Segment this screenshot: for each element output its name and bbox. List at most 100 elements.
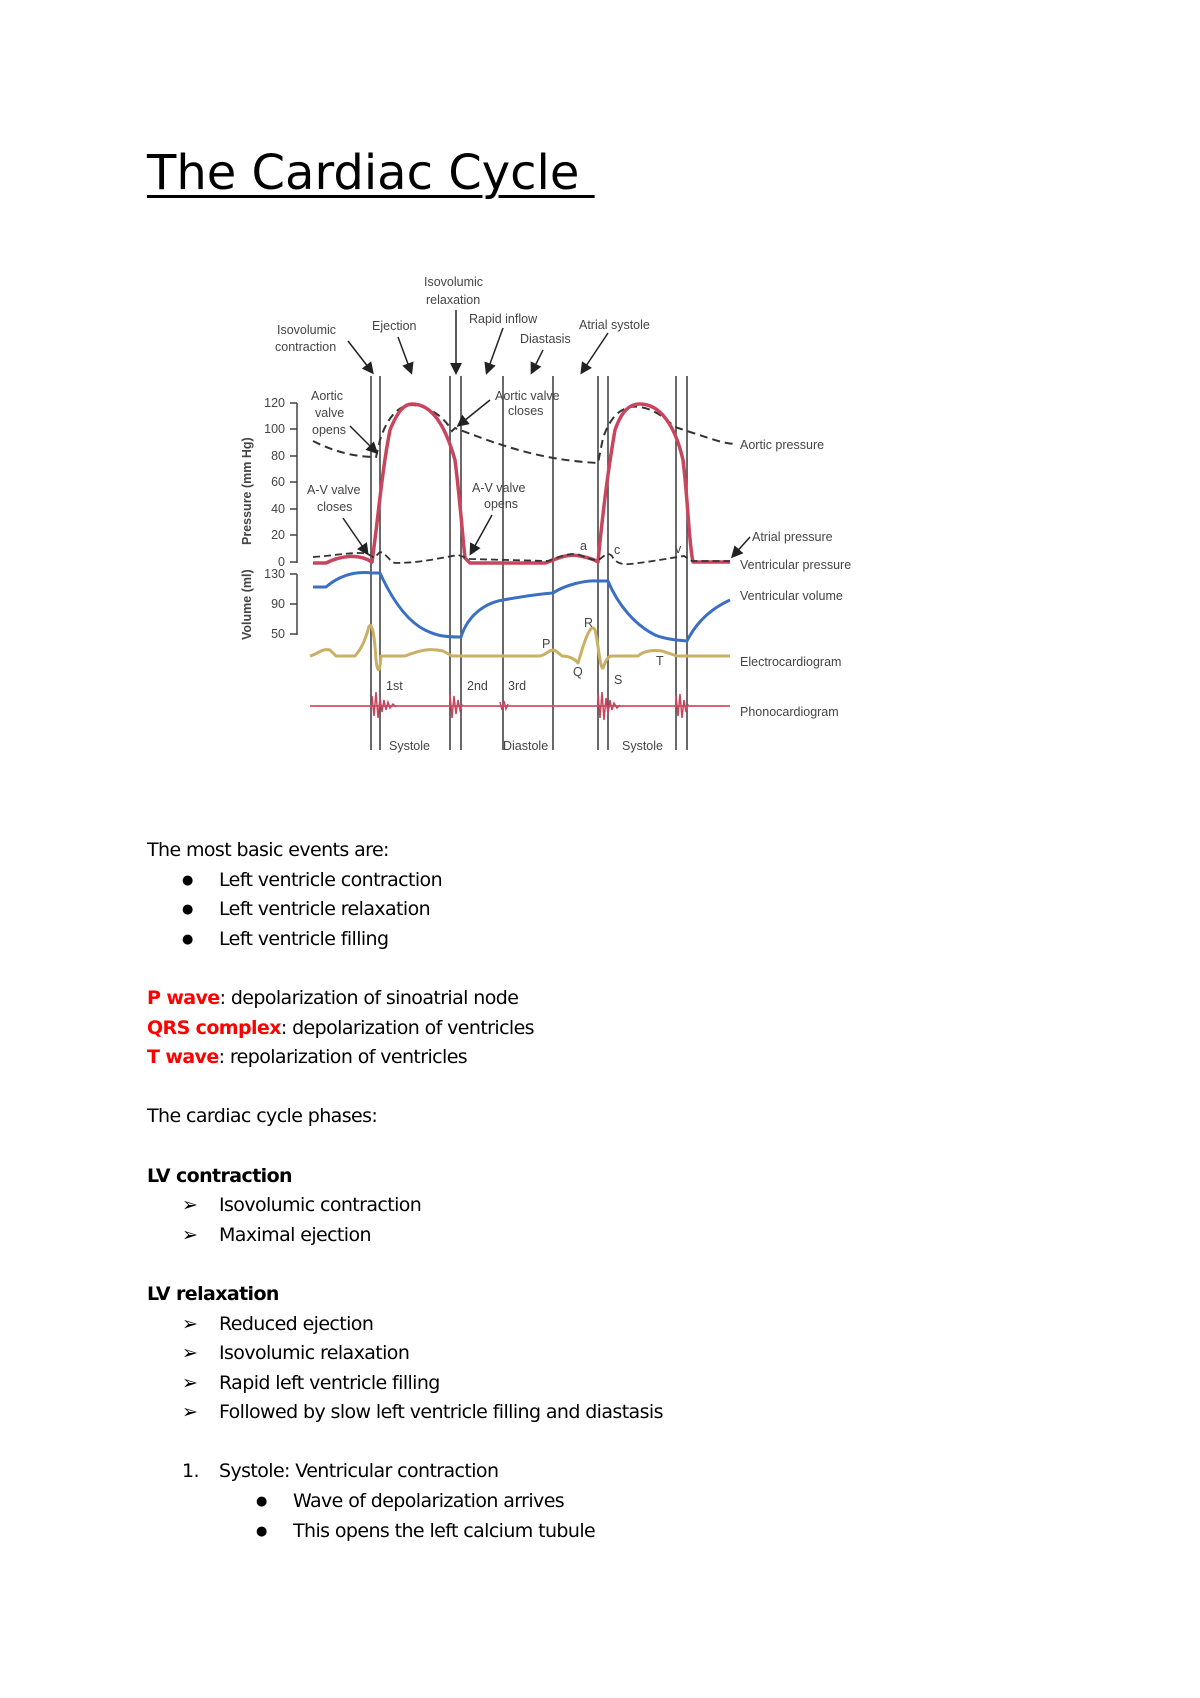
label-av-valve-opens: A-V valve: [472, 481, 526, 495]
definition-p-wave: P wave: depolarization of sinoatrial nod…: [147, 986, 519, 1009]
svg-text:60: 60: [271, 475, 285, 489]
term-t-wave: T wave: [147, 1046, 219, 1069]
ecg-trace: [309, 624, 730, 672]
intro-text: The most basic events are:: [147, 839, 389, 861]
svg-text:130: 130: [264, 567, 285, 581]
atrial-pressure-curve: [312, 551, 730, 566]
heart-sound-1st: 1st: [386, 679, 403, 693]
list-item: ➢Followed by slow left ventricle filling…: [147, 1398, 1047, 1428]
period-systole-1: Systole: [389, 739, 430, 753]
label-rapid-inflow: Rapid inflow: [469, 312, 538, 326]
volume-axis-label: Volume (ml): [240, 569, 254, 640]
volume-axis: 130 90 50 Volume (ml): [240, 567, 298, 641]
list-number: 1.: [182, 1460, 200, 1483]
ecg-q-label: Q: [573, 665, 583, 679]
arrow-bullet-icon: ➢: [182, 1342, 198, 1365]
term-qrs-complex: QRS complex: [147, 1016, 281, 1039]
lv-relaxation-heading: LV relaxation: [147, 1282, 279, 1305]
legend-electrocardiogram: Electrocardiogram: [740, 655, 841, 669]
svg-text:50: 50: [271, 627, 285, 641]
svg-text:120: 120: [264, 396, 285, 410]
label-isovolumic-contraction-1: Isovolumic: [277, 323, 336, 337]
phonocardiogram-trace: [310, 691, 730, 721]
definition-qrs-complex: QRS complex: depolarization of ventricle…: [147, 1016, 535, 1039]
list-item: ➢Reduced ejection: [147, 1310, 1047, 1340]
systole-sub-list: Wave of depolarization arrives This open…: [147, 1487, 1047, 1546]
arrow-diastasis: [530, 349, 544, 375]
lv-relaxation-list: ➢Reduced ejection ➢Isovolumic relaxation…: [147, 1310, 1047, 1428]
list-item-systole: 1.Systole: Ventricular contraction: [147, 1457, 1047, 1487]
list-item: ➢Maximal ejection: [147, 1221, 1047, 1251]
legend-ventricular-pressure: Ventricular pressure: [740, 558, 851, 572]
arrow-atrial-pressure: [730, 536, 751, 559]
numbered-list: 1.Systole: Ventricular contraction: [147, 1457, 1047, 1487]
legend-aortic-pressure: Aortic pressure: [740, 438, 824, 452]
list-item: Wave of depolarization arrives: [147, 1487, 1047, 1517]
legend-ventricular-volume: Ventricular volume: [740, 589, 843, 603]
svg-text:100: 100: [264, 422, 285, 436]
basic-events-list: Left ventricle contraction Left ventricl…: [147, 866, 1047, 955]
ventricular-volume-curve: [313, 571, 731, 643]
arrow-bullet-icon: ➢: [182, 1312, 198, 1335]
legend-phonocardiogram: Phonocardiogram: [740, 705, 839, 719]
atrial-a-wave-label: a: [580, 539, 587, 553]
arrow-bullet-icon: ➢: [182, 1223, 198, 1246]
term-p-wave: P wave: [147, 986, 220, 1009]
svg-text:20: 20: [271, 528, 285, 542]
svg-text:40: 40: [271, 502, 285, 516]
arrow-bullet-icon: ➢: [182, 1194, 198, 1217]
label-ejection: Ejection: [372, 319, 417, 333]
lv-contraction-list: ➢Isovolumic contraction ➢Maximal ejectio…: [147, 1191, 1047, 1250]
label-aortic-valve-closes: Aortic valve: [495, 389, 560, 403]
pressure-axis-label: Pressure (mm Hg): [240, 437, 254, 545]
arrow-rapid-inflow: [484, 327, 504, 375]
label-aortic-valve-opens: Aortic: [311, 389, 343, 403]
period-diastole: Diastole: [503, 739, 548, 753]
arrow-av-valve-closes: [342, 517, 369, 556]
lv-contraction-heading: LV contraction: [147, 1164, 293, 1187]
list-item: ➢Isovolumic relaxation: [147, 1339, 1047, 1369]
label-atrial-systole: Atrial systole: [579, 318, 650, 332]
cardiac-cycle-figure: Isovolumic contraction Ejection Isovolum…: [0, 0, 1200, 760]
svg-text:opens: opens: [312, 423, 346, 437]
ecg-t-label: T: [656, 654, 664, 668]
arrow-bullet-icon: ➢: [182, 1371, 198, 1394]
heart-sound-2nd: 2nd: [467, 679, 488, 693]
heart-sound-3rd: 3rd: [508, 679, 526, 693]
aortic-pressure-curve: [312, 403, 736, 465]
arrow-ejection: [397, 336, 414, 375]
atrial-c-wave-label: c: [614, 543, 620, 557]
pressure-axis: 120 100 80 60 40 20 0 Pressure (mm Hg): [240, 396, 298, 569]
list-item: ➢Rapid left ventricle filling: [147, 1369, 1047, 1399]
svg-text:90: 90: [271, 597, 285, 611]
wiggers-diagram: Isovolumic contraction Ejection Isovolum…: [240, 275, 851, 753]
svg-text:80: 80: [271, 449, 285, 463]
svg-text:opens: opens: [484, 497, 518, 511]
legend-atrial-pressure: Atrial pressure: [752, 530, 833, 544]
arrow-aortic-valve-closes: [456, 399, 491, 427]
document-body: The most basic events are: Left ventricl…: [147, 836, 1047, 1546]
label-isovolumic-relaxation-1: Isovolumic: [424, 275, 483, 289]
ecg-r-label: R: [584, 616, 593, 630]
definition-t-wave: T wave: repolarization of ventricles: [147, 1046, 468, 1069]
page-title: The Cardiac Cycle: [147, 145, 595, 201]
atrial-v-wave-label: v: [675, 542, 682, 556]
arrow-isovolumic-contraction: [347, 340, 374, 375]
label-isovolumic-contraction-2: contraction: [275, 340, 336, 354]
label-av-valve-closes: A-V valve: [307, 483, 361, 497]
arrow-aortic-valve-opens: [349, 425, 379, 455]
svg-text:closes: closes: [317, 500, 352, 514]
label-diastasis: Diastasis: [520, 332, 571, 346]
arrow-atrial-systole: [580, 332, 609, 375]
list-item: Left ventricle contraction: [147, 866, 1047, 896]
list-item: Left ventricle filling: [147, 925, 1047, 955]
label-isovolumic-relaxation-2: relaxation: [426, 293, 480, 307]
list-item: ➢Isovolumic contraction: [147, 1191, 1047, 1221]
ecg-s-label: S: [614, 673, 622, 687]
list-item: This opens the left calcium tubule: [147, 1517, 1047, 1547]
ventricular-pressure-curve: [313, 402, 730, 565]
phases-intro: The cardiac cycle phases:: [147, 1105, 378, 1128]
svg-text:valve: valve: [315, 406, 344, 420]
period-systole-2: Systole: [622, 739, 663, 753]
svg-text:0: 0: [278, 555, 285, 569]
